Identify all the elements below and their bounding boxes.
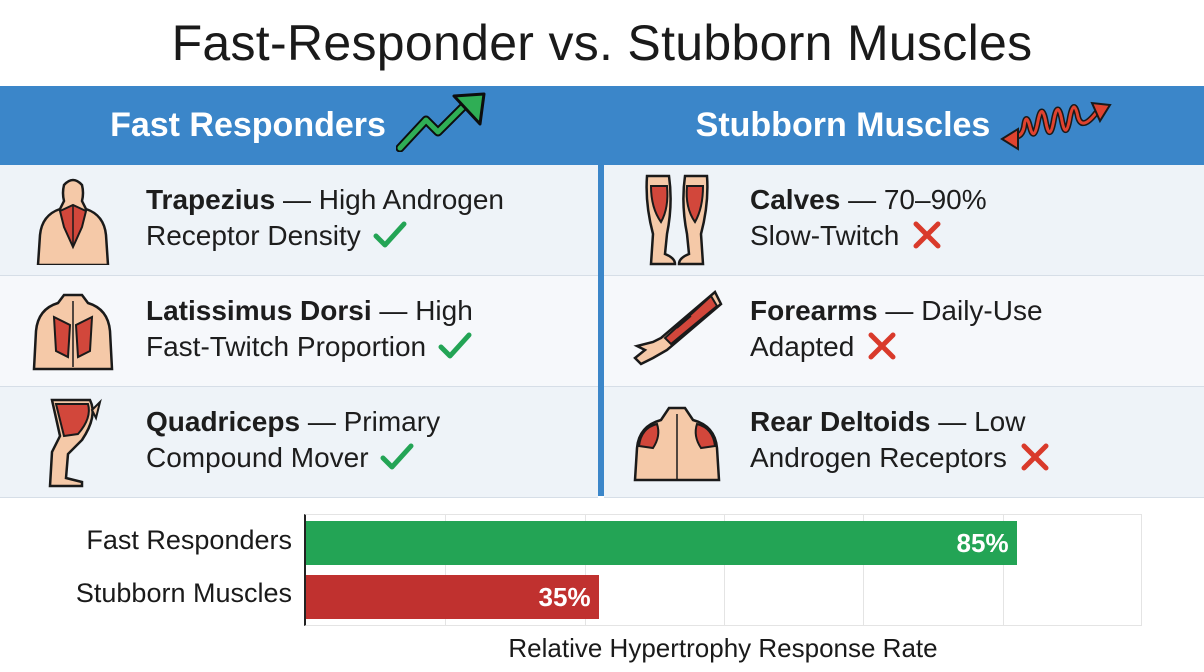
bar-stubborn-muscles: 35% xyxy=(306,575,599,619)
cross-icon xyxy=(1019,442,1051,481)
row-text: Latissimus Dorsi — High Fast-Twitch Prop… xyxy=(146,293,473,370)
muscle-name: Quadriceps xyxy=(146,405,301,437)
trending-up-arrow-icon xyxy=(395,90,488,161)
category-label: Stubborn Muscles xyxy=(75,578,292,608)
check-icon xyxy=(373,220,407,259)
forearm-icon xyxy=(604,288,750,374)
fast-responders-header: Fast Responders xyxy=(0,86,598,165)
row-description: Primary xyxy=(343,405,441,437)
row-description: 70–90% xyxy=(883,183,987,215)
muscle-name: Calves xyxy=(750,183,841,215)
rear-deltoid-icon xyxy=(604,402,750,482)
check-icon xyxy=(380,442,414,481)
row-description: High xyxy=(415,294,473,326)
gridline xyxy=(1002,515,1004,625)
bar-value-label: 35% xyxy=(538,581,591,612)
list-item: Rear Deltoids — Low Androgen Receptors xyxy=(604,387,1204,498)
row-description: Adapted xyxy=(750,330,855,362)
row-description: Low xyxy=(974,405,1026,437)
stubborn-muscles-title: Stubborn Muscles xyxy=(695,106,991,144)
list-item: Latissimus Dorsi — High Fast-Twitch Prop… xyxy=(0,276,598,387)
page-title: Fast-Responder vs. Stubborn Muscles xyxy=(171,15,1033,71)
x-axis-label: Relative Hypertrophy Response Rate xyxy=(508,633,938,663)
muscle-name: Rear Deltoids xyxy=(750,405,931,437)
row-description: Fast-Twitch Proportion xyxy=(146,330,427,362)
category-label: Fast Responders xyxy=(86,525,292,555)
row-text: Quadriceps — Primary Compound Mover xyxy=(146,404,440,481)
row-text: Rear Deltoids — Low Androgen Receptors xyxy=(750,404,1051,481)
gridline xyxy=(724,515,725,625)
row-text: Forearms — Daily-Use Adapted xyxy=(750,293,1043,370)
row-description: High Androgen xyxy=(318,183,504,215)
muscle-name: Trapezius xyxy=(146,183,276,215)
row-description: Compound Mover xyxy=(146,441,369,473)
list-item: Trapezius — High Androgen Receptor Densi… xyxy=(0,165,598,276)
bar-fast-responders: 85% xyxy=(306,521,1017,565)
chart-plot-area: 85% 35% xyxy=(304,514,1142,626)
trapezius-icon xyxy=(0,175,146,265)
row-text: Trapezius — High Androgen Receptor Densi… xyxy=(146,182,504,259)
gridline xyxy=(863,515,865,625)
muscle-name: Forearms xyxy=(750,294,878,326)
wavy-double-arrow-icon xyxy=(1000,91,1113,160)
list-item: Calves — 70–90% Slow-Twitch xyxy=(604,165,1204,276)
gridline xyxy=(584,515,586,625)
row-description: Daily-Use xyxy=(921,294,1043,326)
cross-icon xyxy=(911,220,943,259)
quadriceps-icon xyxy=(0,396,146,488)
row-description: Slow-Twitch xyxy=(750,219,900,251)
muscle-name: Latissimus Dorsi xyxy=(146,294,372,326)
fast-responders-title: Fast Responders xyxy=(110,106,386,144)
calves-icon xyxy=(604,174,750,266)
cross-icon xyxy=(866,331,898,370)
latissimus-icon xyxy=(0,291,146,371)
row-description: Receptor Density xyxy=(146,219,361,251)
stubborn-muscles-header: Stubborn Muscles xyxy=(604,86,1204,165)
gridline xyxy=(445,515,447,625)
response-rate-chart: Fast Responders Stubborn Muscles 85% 35%… xyxy=(0,500,1204,672)
fast-responders-panel: Fast Responders Trapezius — High Androge… xyxy=(0,86,598,498)
stubborn-muscles-panel: Stubborn Muscles Calves — 70–90% Slow-Tw… xyxy=(604,86,1204,498)
bar-value-label: 85% xyxy=(956,527,1009,558)
row-text: Calves — 70–90% Slow-Twitch xyxy=(750,182,987,259)
list-item: Forearms — Daily-Use Adapted xyxy=(604,276,1204,387)
list-item: Quadriceps — Primary Compound Mover xyxy=(0,387,598,498)
check-icon xyxy=(438,331,472,370)
column-divider xyxy=(598,86,604,496)
row-description: Androgen Receptors xyxy=(750,441,1007,473)
